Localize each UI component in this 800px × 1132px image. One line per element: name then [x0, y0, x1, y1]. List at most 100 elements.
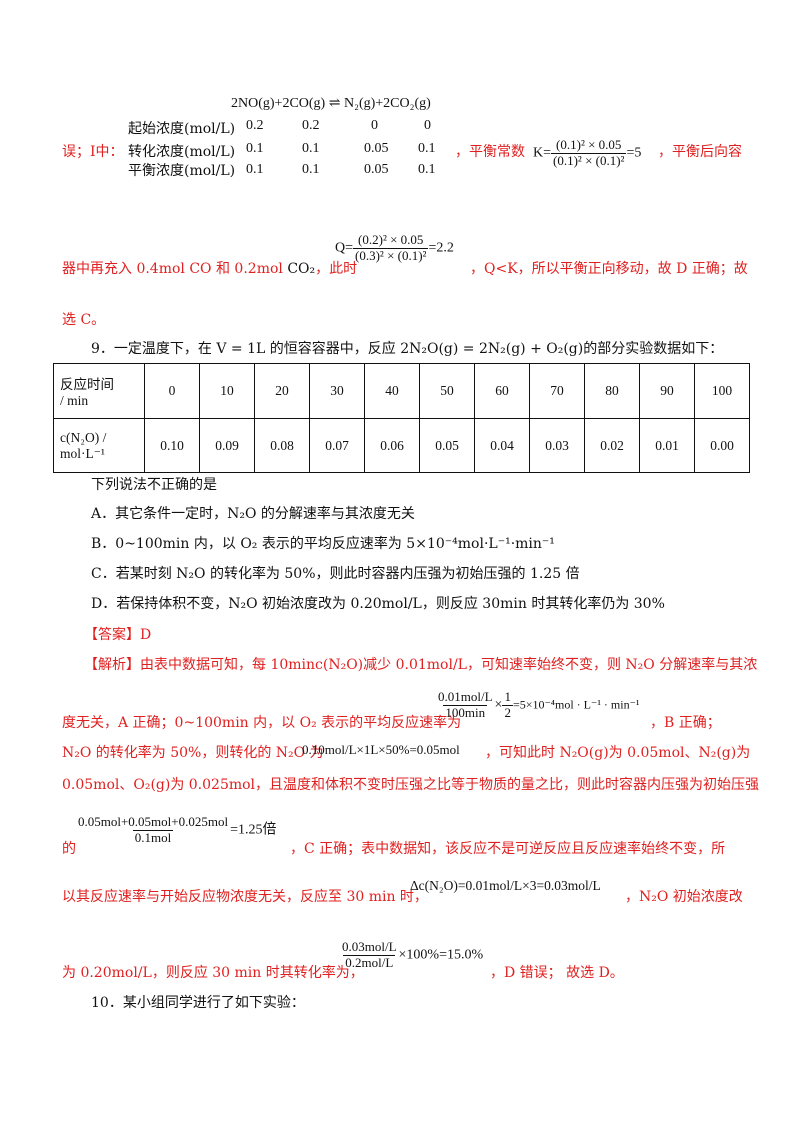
conversion-result: ×100%=15.0% [398, 947, 484, 963]
prefix-text: 误；I中： [62, 144, 124, 160]
half-numerator: 1 [504, 689, 511, 704]
rate-result: =5×10⁻⁴mol · L⁻¹ · min⁻¹ [512, 697, 640, 712]
time-cell: 80 [584, 363, 640, 419]
q-fraction: (0.2)² × 0.05(0.3)² × (0.1)² [353, 232, 429, 264]
time-cell: 30 [309, 363, 365, 419]
equation-arrow: ⇌ [328, 96, 341, 111]
analysis-line-3a: N₂O 的转化率为 50%，则转化的 N₂O 为 [62, 745, 324, 761]
k-result: =5 [626, 145, 642, 161]
row-convert-label: 转化浓度(mol/L) [128, 144, 236, 160]
time-cell: 10 [199, 363, 255, 419]
table-row-time: 反应时间/ min 0 10 20 30 40 50 60 70 80 90 1… [53, 363, 750, 419]
conc-header-b: mol·L⁻¹ [60, 445, 105, 461]
time-cell: 50 [419, 363, 475, 419]
conc-cell: 0.08 [254, 418, 310, 473]
analysis-formula-6: Δc(N₂O)=0.01mol/L×3=0.03mol/L [410, 878, 601, 893]
k-fraction: (0.1)² × 0.05(0.1)² × (0.1)² [551, 137, 627, 169]
equation-right: N₂(g)+2CO₂(g) [343, 96, 431, 111]
row-convert-v0: 0.1 [246, 141, 264, 156]
time-cell: 90 [639, 363, 695, 419]
analysis-line-7b: ，D 错误； 故选 D。 [490, 965, 624, 981]
question9-prompt: 下列说法不正确的是 [91, 477, 217, 493]
q-line: 器中再充入 0.4mol CO 和 0.2mol CO₂，此时 [62, 258, 357, 278]
conc-header: c(N₂O) /mol·L⁻¹ [53, 418, 145, 473]
conc-cell: 0.05 [419, 418, 475, 473]
time-header-b: / min [60, 393, 89, 408]
time-cell: 0 [144, 363, 200, 419]
time-cell: 20 [254, 363, 310, 419]
row-start-v1: 0.2 [302, 118, 320, 133]
conc-cell: 0.06 [364, 418, 420, 473]
pressure-result: =1.25倍 [230, 822, 277, 838]
data-table: 反应时间/ min 0 10 20 30 40 50 60 70 80 90 1… [53, 363, 750, 473]
row-eq-v3: 0.1 [418, 162, 436, 177]
end-line: 选 C。 [62, 312, 106, 328]
co2-label: CO₂ [287, 261, 316, 277]
row-start-v2: 0 [371, 118, 378, 133]
option-b: B．0~100min 内，以 O₂ 表示的平均反应速率为 5×10⁻⁴mol·L… [91, 536, 555, 552]
q-text-1: 器中再充入 0.4mol CO 和 0.2mol [62, 261, 283, 277]
rate-multiply: × [494, 697, 503, 713]
k-denominator: (0.1)² × (0.1)² [551, 152, 627, 168]
option-d: D．若保持体积不变，N₂O 初始浓度改为 0.20mol/L，则反应 30min… [91, 596, 665, 612]
k-numerator: (0.1)² × 0.05 [556, 137, 622, 152]
time-header-a: 反应时间 [60, 377, 114, 392]
k-intro-text: ，平衡常数 [455, 144, 525, 160]
q-numerator: (0.2)² × 0.05 [358, 232, 424, 247]
analysis-line-7a: 为 0.20mol/L，则反应 30 min 时其转化率为， [62, 965, 364, 981]
analysis-line-5b: ，C 正确；表中数据知，该反应不是可逆反应且反应速率始终不变，所 [290, 841, 726, 857]
option-c: C．若某时刻 N₂O 的转化率为 50%，则此时容器内压强为初始压强的 1.25… [91, 566, 580, 582]
option-a: A．其它条件一定时，N₂O 的分解速率与其浓度无关 [91, 506, 415, 522]
conc-cell: 0.10 [144, 418, 200, 473]
time-cell: 40 [364, 363, 420, 419]
half-denominator: 2 [502, 704, 513, 720]
q-formula: Q=(0.2)² × 0.05(0.3)² × (0.1)²=2.2 [335, 232, 454, 264]
q-text-2: ，此时 [315, 261, 358, 277]
conc-cell: 0.09 [199, 418, 255, 473]
conc-header-a: c(N₂O) / [60, 429, 107, 445]
analysis-line-3b: ，可知此时 N₂O(g)为 0.05mol、N₂(g)为 [485, 745, 751, 761]
conversion-numerator: 0.03mol/L [342, 939, 397, 954]
row-convert-v1: 0.1 [302, 141, 320, 156]
row-start-v0: 0.2 [246, 118, 264, 133]
row-eq-label: 平衡浓度(mol/L) [128, 163, 236, 179]
conc-cell: 0.00 [694, 418, 750, 473]
conc-cell: 0.03 [529, 418, 585, 473]
time-cell: 60 [474, 363, 530, 419]
table-row-conc: c(N₂O) /mol·L⁻¹ 0.10 0.09 0.08 0.07 0.06… [53, 418, 750, 473]
analysis-line-2a: 度无关，A 正确；0~100min 内，以 O₂ 表示的平均反应速率为 [62, 715, 462, 731]
equation: 2NO(g)+2CO(g) ⇌ N₂(g)+2CO₂(g) [231, 95, 431, 112]
conversion-denominator: 0.2mol/L [343, 954, 396, 970]
analysis-line-6b: ，N₂O 初始浓度改 [625, 889, 743, 905]
question9-stem: 9．一定温度下，在 V = 1L 的恒容容器中，反应 2N₂O(g) = 2N₂… [91, 341, 724, 357]
row-start-v3: 0 [424, 118, 431, 133]
conc-cell: 0.02 [584, 418, 640, 473]
time-header: 反应时间/ min [53, 363, 145, 419]
k-lhs: K= [533, 145, 552, 161]
pressure-denominator: 0.1mol [132, 829, 174, 845]
row-eq-v2: 0.05 [364, 162, 389, 177]
analysis-line-4: 0.05mol、O₂(g)为 0.025mol，且温度和体积不变时压强之比等于物… [62, 777, 760, 793]
time-cell: 100 [694, 363, 750, 419]
equation-left: 2NO(g)+2CO(g) [231, 96, 326, 111]
question10-stem: 10．某小组同学进行了如下实验： [91, 995, 305, 1011]
analysis-formula-3: 0.10mol/L×1L×50%=0.05mol [302, 742, 460, 757]
row-eq-v0: 0.1 [246, 162, 264, 177]
rate-denominator: 100min [443, 704, 488, 720]
answer: 【答案】D [84, 627, 152, 643]
row-start-label: 起始浓度(mol/L) [128, 121, 236, 137]
q-text-3: ，Q<K，所以平衡正向移动，故 D 正确；故 [470, 261, 748, 277]
analysis-line-1: 【解析】由表中数据可知，每 10minc(N₂O)减少 0.01mol/L，可知… [84, 657, 758, 673]
conc-cell: 0.07 [309, 418, 365, 473]
time-cell: 70 [529, 363, 585, 419]
pressure-numerator: 0.05mol+0.05mol+0.025mol [78, 814, 229, 829]
analysis-line-2b: ，B 正确； [650, 715, 721, 731]
conc-cell: 0.01 [639, 418, 695, 473]
